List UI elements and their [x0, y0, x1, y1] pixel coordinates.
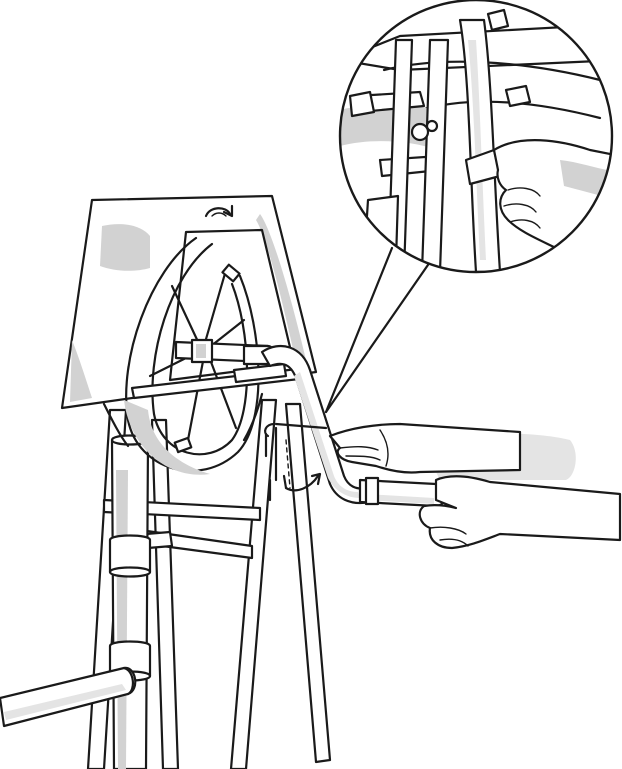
wheel-housing	[62, 196, 316, 475]
detail-magnifier	[326, 0, 620, 412]
